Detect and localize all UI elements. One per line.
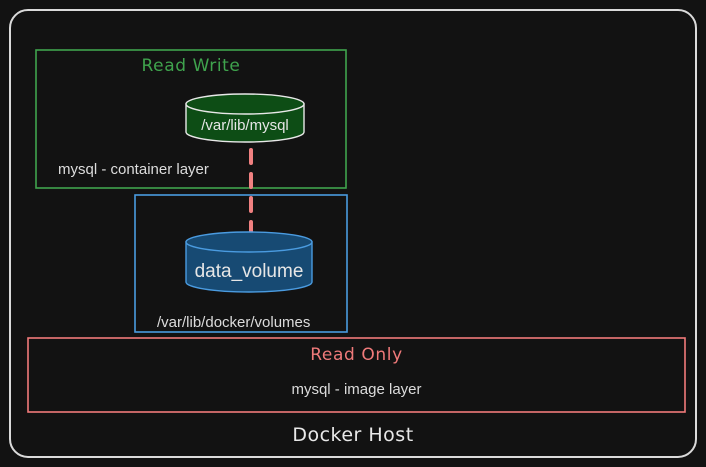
container-layer-box bbox=[35, 49, 347, 189]
read-write-label: Read Write bbox=[141, 56, 241, 76]
data-volume-name: data_volume bbox=[194, 261, 304, 282]
mysql-mount-path: /var/lib/mysql bbox=[201, 117, 289, 134]
read-only-label: Read Only bbox=[310, 345, 403, 365]
volume-box bbox=[134, 194, 348, 333]
container-layer-label: mysql - container layer bbox=[58, 161, 209, 178]
data-volume-cylinder bbox=[185, 231, 313, 293]
image-layer-label: mysql - image layer bbox=[291, 381, 422, 398]
image-layer-box bbox=[27, 337, 686, 413]
docker-host-frame bbox=[9, 9, 697, 458]
volumes-path-label: /var/lib/docker/volumes bbox=[157, 314, 311, 331]
mysql-data-cylinder bbox=[185, 93, 305, 143]
docker-host-label: Docker Host bbox=[292, 424, 414, 446]
